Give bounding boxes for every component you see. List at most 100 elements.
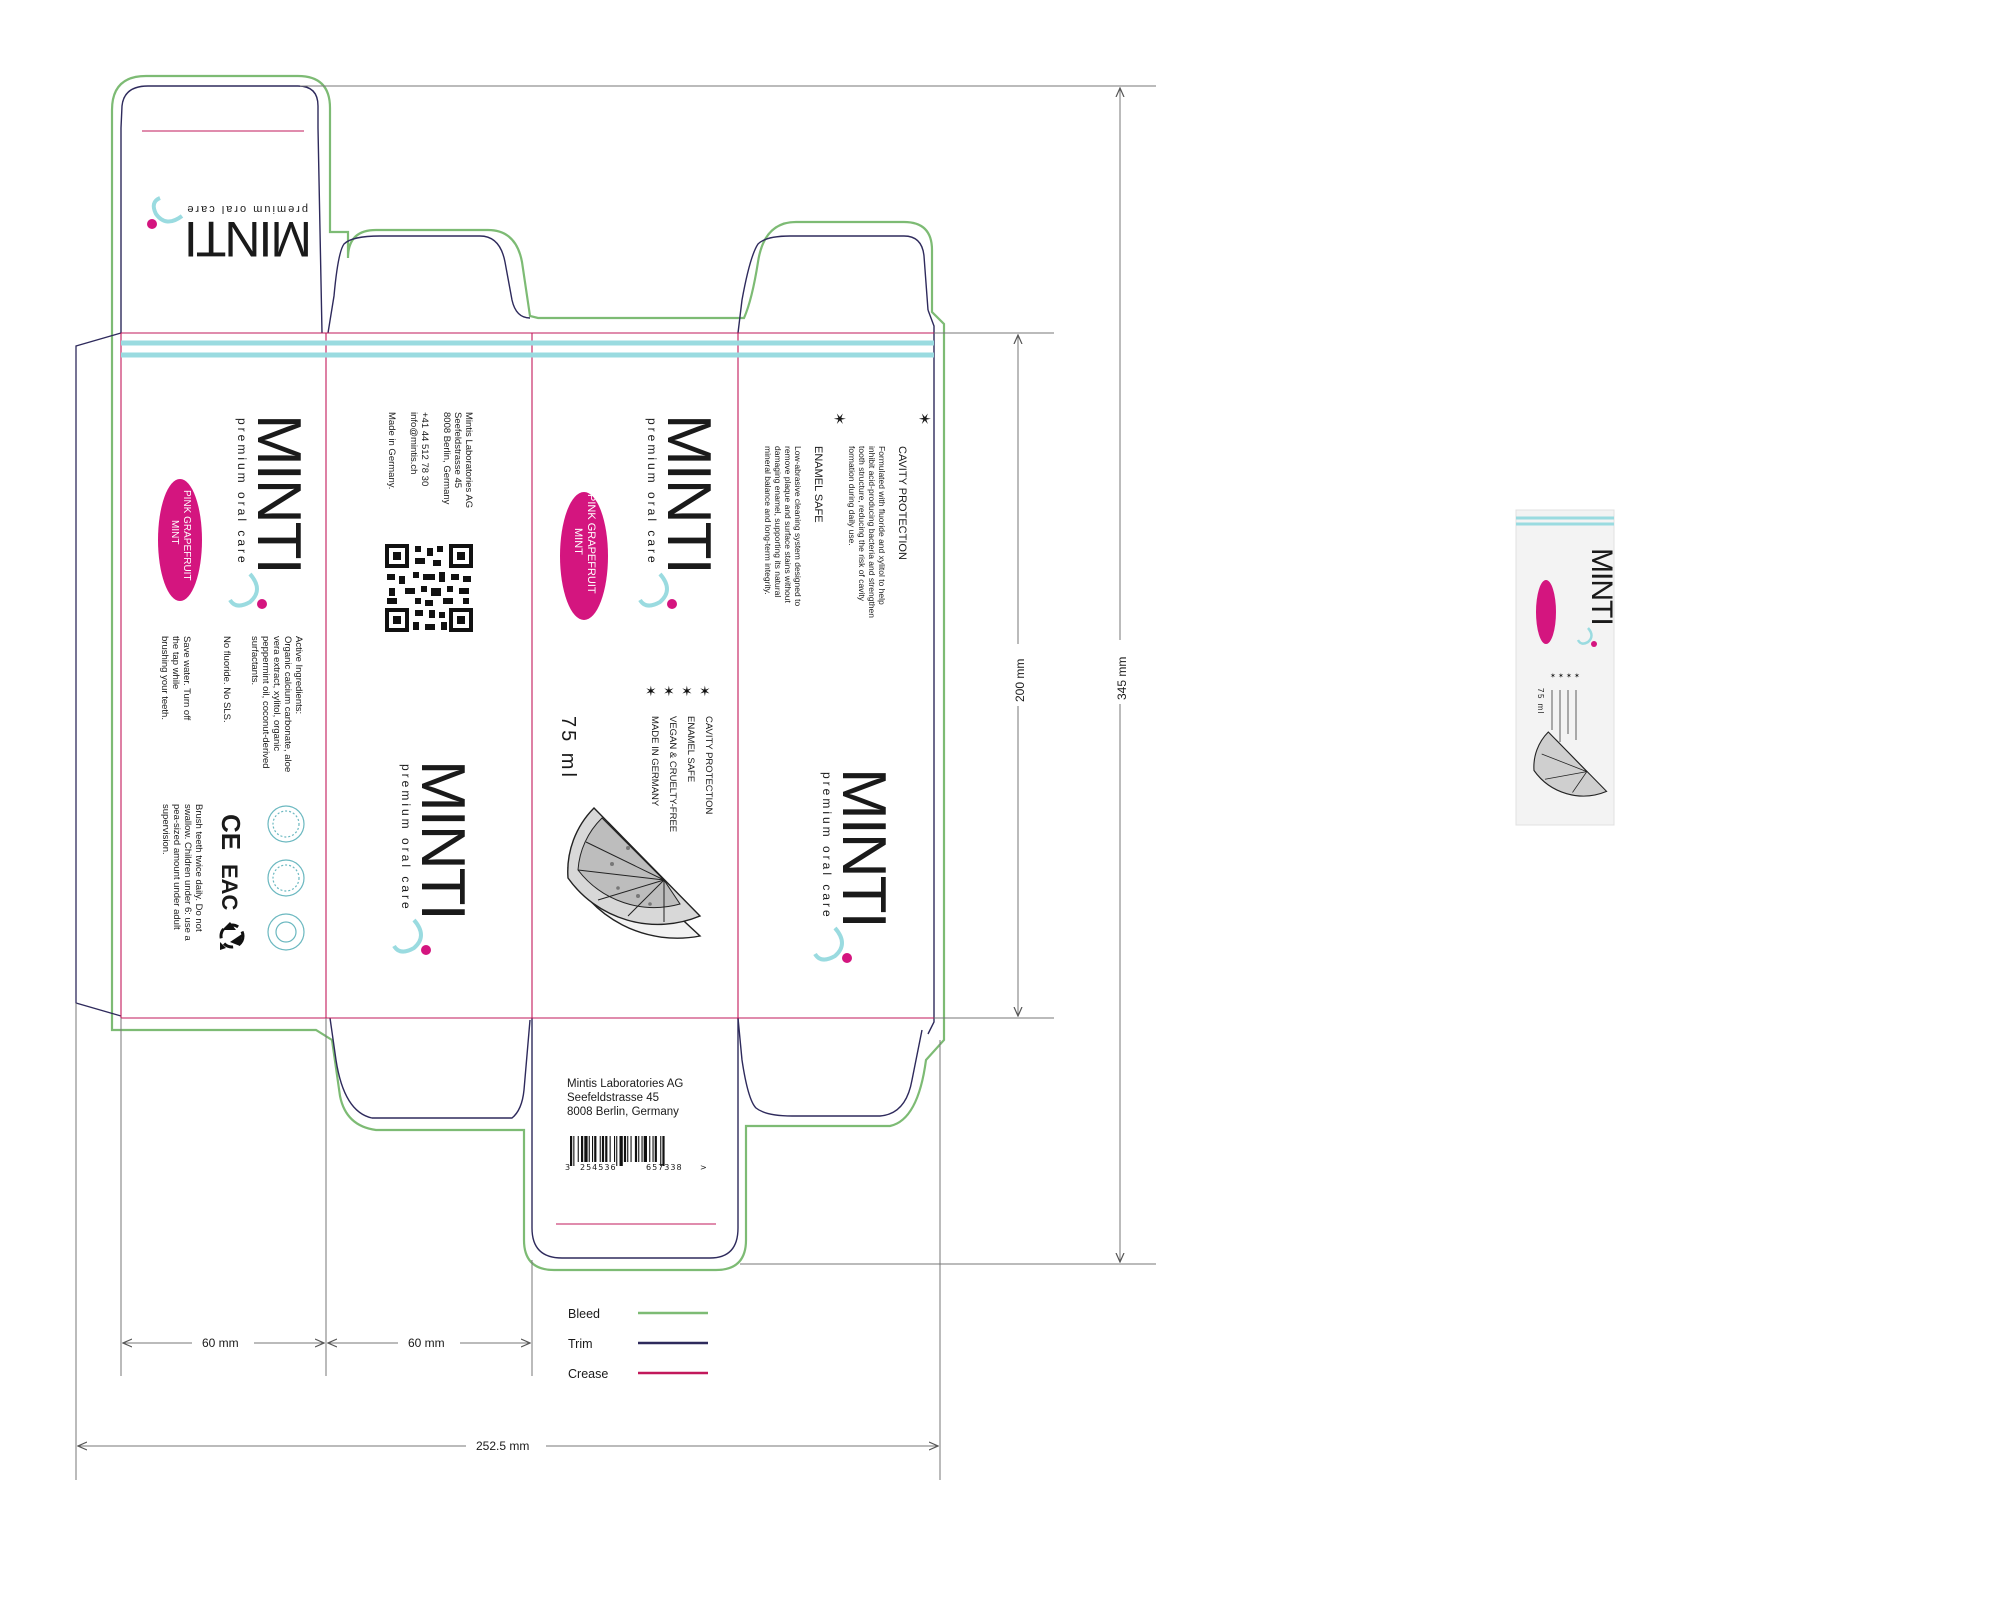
- company-name: Mintis Laboratories AG: [463, 412, 474, 508]
- barcode-bar: [623, 1136, 627, 1162]
- preview-flavor-badge: [1536, 580, 1556, 644]
- logo-tagline-2: premium oral care: [399, 764, 413, 912]
- bottom-company-name: Mintis Laboratories AG: [567, 1078, 683, 1090]
- logo-swoosh-icon: [228, 572, 259, 608]
- ingredients-line-3: vera extract, xylitol, organic: [271, 636, 282, 751]
- flavor-front-line1: PINK GRAPEFRUIT: [585, 494, 597, 594]
- ingredients-line-5: surfactants.: [249, 636, 260, 685]
- logo-panel-2: MINTI premium oral care: [392, 760, 477, 955]
- ingredients-line-4: peppermint oil, coconut-derived: [260, 636, 271, 769]
- legend-trim-label: Trim: [568, 1337, 593, 1351]
- barcode-bar: [643, 1136, 647, 1162]
- barcode-bar: [660, 1136, 662, 1166]
- barcode-bar: [588, 1136, 590, 1162]
- dim-60-left-label: 60 mm: [202, 1336, 239, 1350]
- barcode-digits-right: 657338: [646, 1163, 683, 1172]
- bottom-company-city: 8008 Berlin, Germany: [567, 1106, 679, 1118]
- bottom-flap-barcode: Mintis Laboratories AG Seefeldstrasse 45…: [565, 1078, 707, 1172]
- barcode-bar: [599, 1136, 601, 1162]
- cavity-text-2: inhibit acid-producing bacteria and stre…: [867, 446, 877, 618]
- cavity-title: CAVITY PROTECTION: [896, 446, 908, 560]
- barcode-bar: [619, 1136, 623, 1166]
- flavor-front-line2: MINT: [572, 528, 584, 555]
- logo-top-flap: MINTI premium oral care: [147, 196, 312, 267]
- barcode-bar: [630, 1136, 632, 1162]
- dim-60-right-label: 60 mm: [408, 1336, 445, 1350]
- cert-seal-1-icon: [267, 805, 305, 843]
- cavity-text-3: tooth structure, reducing the risk of ca…: [857, 446, 867, 602]
- preview-feature-lines: [1551, 690, 1577, 742]
- logo-wordmark-4: MINTI: [829, 768, 898, 927]
- star-icon: ✶: [681, 684, 693, 700]
- barcode-bar: [609, 1136, 611, 1162]
- logo-swoosh-4-icon: [813, 926, 844, 962]
- glue-flap: [75, 332, 122, 1017]
- feature-2: ENAMEL SAFE: [685, 716, 696, 782]
- cert-seal-3-icon: [267, 913, 305, 951]
- barcode-bar: [592, 1136, 594, 1162]
- preview-star-icon: ✶: [1574, 672, 1580, 680]
- no-fluoride-text: No fluoride. No SLS.: [221, 636, 232, 723]
- cavity-text-4: formation during daily use.: [847, 446, 857, 546]
- barcode: [570, 1136, 665, 1166]
- enamel-text-3: damaging enamel, supporting its natural: [773, 446, 783, 597]
- logo-wordmark-front: MINTI: [654, 414, 723, 573]
- star-icon: ✶: [830, 412, 849, 425]
- preview-swoosh-icon: [1576, 627, 1593, 645]
- logo-wordmark-2: MINTI: [408, 760, 477, 919]
- logo-front: MINTI premium oral care: [638, 414, 723, 609]
- usage-line-1: Brush teeth twice daily. Do not: [193, 804, 204, 932]
- barcode-bar: [584, 1136, 588, 1162]
- barcode-digit-trail: >: [700, 1163, 707, 1172]
- flavor-line1: PINK GRAPEFRUIT: [181, 490, 192, 581]
- logo-tagline: premium oral care: [235, 418, 249, 566]
- dim-total-label: 252.5 mm: [476, 1439, 529, 1453]
- ingredients-block: Active Ingredients: Organic calcium carb…: [159, 636, 304, 772]
- preview-star-icon: ✶: [1566, 672, 1572, 680]
- enamel-text-4: mineral balance and long-term integrity.: [763, 446, 773, 595]
- logo-tagline-front: premium oral care: [645, 418, 659, 566]
- logo-dot-icon: [257, 599, 267, 609]
- ce-mark: CE: [216, 814, 246, 850]
- legend: Bleed Trim Crease: [568, 1307, 708, 1381]
- enamel-title: ENAMEL SAFE: [812, 446, 824, 523]
- barcode-bar: [627, 1136, 629, 1162]
- ingredients-line-2: Organic calcium carbonate, aloe: [282, 636, 293, 772]
- aqua-stripes: [121, 340, 934, 358]
- barcode-bar: [601, 1136, 605, 1162]
- star-icon: ✶: [699, 684, 711, 700]
- ingredients-line-1: Active Ingredients:: [293, 636, 304, 714]
- preview-star-icon: ✶: [1558, 672, 1564, 680]
- logo-panel-1: MINTI premium oral care: [228, 414, 313, 609]
- star-icon: ✶: [645, 684, 657, 700]
- legend-crease-label: Crease: [568, 1367, 608, 1381]
- cert-seal-2-icon: [267, 859, 305, 897]
- bleed-line: [110, 74, 946, 1272]
- contact-block: Mintis Laboratories AG Seefeldstrasse 45…: [386, 412, 474, 508]
- barcode-bar: [641, 1136, 643, 1162]
- flavor-badge-front: PINK GRAPEFRUIT MINT: [560, 492, 608, 620]
- barcode-bar: [605, 1136, 608, 1162]
- panel-side-ingredients: MINTI premium oral care PINK GRAPEFRUIT …: [158, 414, 313, 951]
- dimension-labels: 345 mm 200 mm 60 mm 60 mm 252.5 mm: [192, 640, 1130, 1455]
- bottom-company-street: Seefeldstrasse 45: [567, 1092, 659, 1104]
- logo-swoosh-front-icon: [638, 572, 669, 608]
- company-email: info@mintis.ch: [408, 412, 419, 474]
- usage-line-4: supervision.: [160, 804, 171, 855]
- dim-345-label: 345 mm: [1115, 657, 1129, 700]
- enamel-text-1: Low-abrasive cleaning system designed to: [793, 446, 803, 606]
- barcode-bar: [634, 1136, 638, 1162]
- preview-volume: 75 ml: [1536, 688, 1545, 715]
- crease-lines: [120, 130, 934, 1225]
- barcode-bar: [577, 1136, 579, 1162]
- trim-lines: [120, 85, 935, 1259]
- cert-badge-icons: [267, 805, 305, 951]
- logo-tagline-flap: premium oral care: [185, 203, 308, 215]
- box-preview: MINTI 75 ml ✶ ✶ ✶ ✶: [1515, 509, 1618, 826]
- barcode-bar: [649, 1136, 651, 1162]
- company-city: 8008 Berlin, Germany: [441, 412, 452, 505]
- star-icon: ✶: [663, 684, 675, 700]
- enamel-block: ENAMEL SAFE Low-abrasive cleaning system…: [763, 446, 824, 606]
- barcode-bar: [638, 1136, 640, 1162]
- save-water-line-1: Save water. Turn off: [181, 636, 192, 721]
